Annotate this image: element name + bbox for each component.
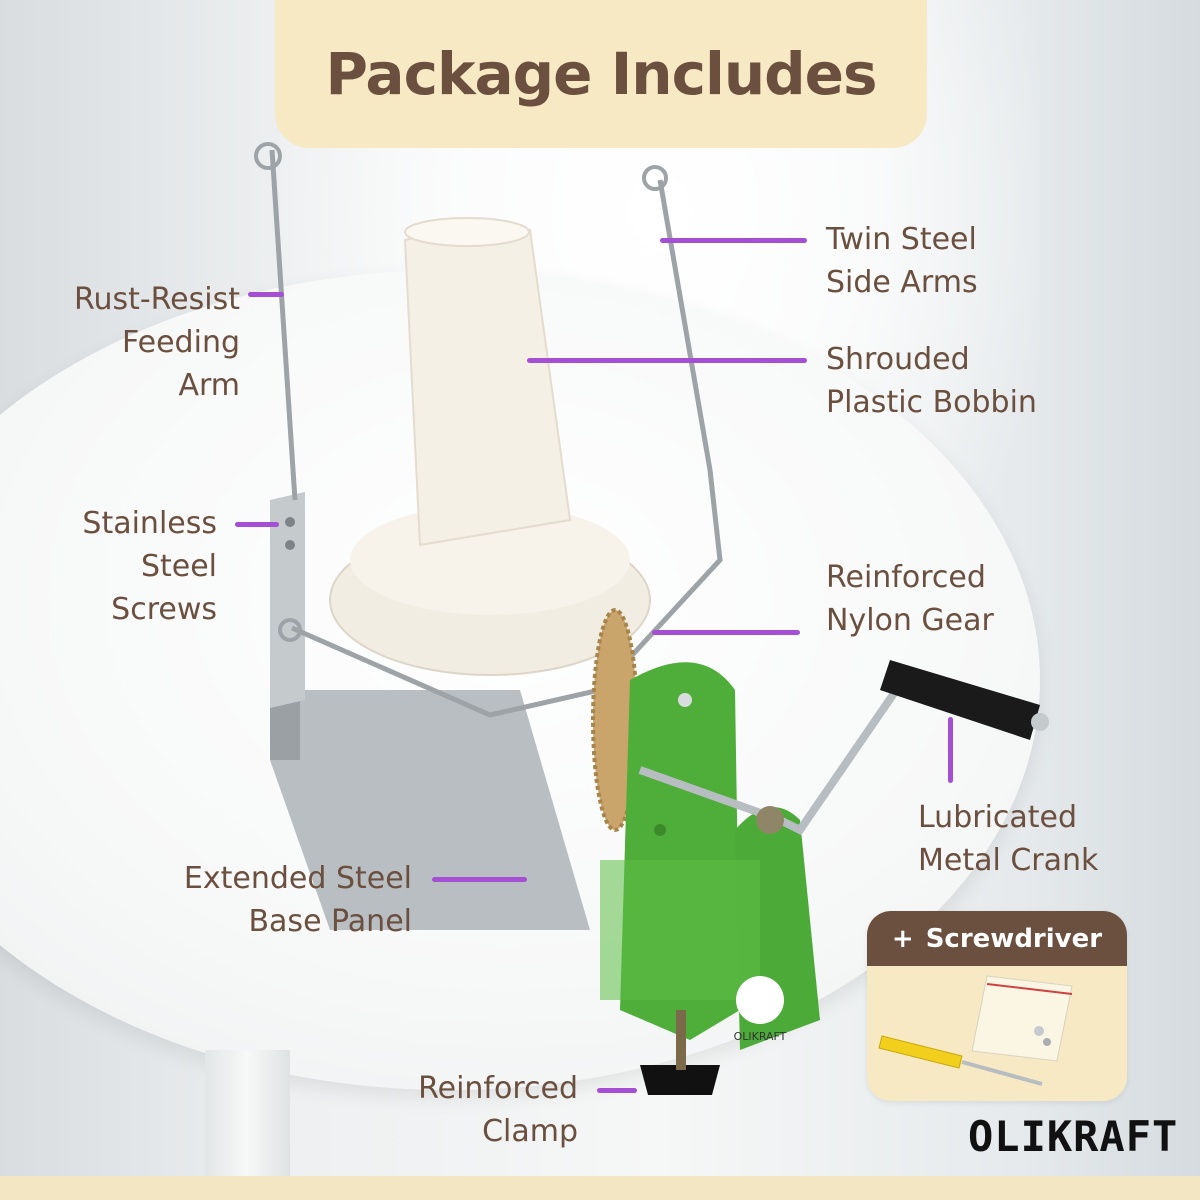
plastic-bobbin	[403, 218, 572, 547]
screwdriver-card-body	[867, 966, 1127, 1101]
screwdriver-handle	[878, 1035, 963, 1069]
screwdriver-card: + Screwdriver	[867, 911, 1127, 1101]
side-arm-loop	[642, 165, 668, 191]
crank-handle-cap	[1031, 713, 1049, 731]
leader-base-panel	[432, 877, 527, 882]
housing-bolt	[678, 693, 692, 707]
clamp-logo-text: OLIKRAFT	[734, 1030, 787, 1043]
clamp-screw	[676, 1010, 686, 1070]
label-screws: Stainless Steel Screws	[82, 506, 217, 627]
steel-base-panel	[270, 690, 590, 930]
table-leg	[205, 1050, 290, 1190]
label-crank: Lubricated Metal Crank	[918, 800, 1099, 878]
leader-side-arms	[660, 238, 807, 243]
clamp-logo-badge	[736, 976, 784, 1024]
bottom-band	[0, 1176, 1200, 1200]
leader-gear	[652, 630, 800, 635]
bobbin-top	[404, 217, 530, 247]
zip-bag-seal	[986, 983, 1073, 995]
base-panel-edge	[270, 690, 300, 760]
feeding-arm-loop	[254, 142, 282, 170]
label-gear: Reinforced Nylon Gear	[826, 560, 994, 638]
page-title: Package Includes	[325, 40, 877, 108]
plus-sign: +	[891, 923, 914, 954]
screwdriver-illustration	[878, 975, 1073, 1086]
spare-washer	[1043, 1038, 1051, 1046]
label-base-panel: Extended Steel Base Panel	[183, 861, 412, 939]
housing-hole	[654, 824, 666, 836]
leader-screws	[235, 522, 279, 527]
leader-crank	[948, 717, 953, 783]
housing-front	[600, 860, 760, 1000]
screwdriver-title: Screwdriver	[925, 923, 1103, 954]
clamp-knob	[640, 1065, 720, 1095]
label-bobbin: Shrouded Plastic Bobbin	[826, 342, 1037, 420]
crank-hub	[756, 806, 784, 834]
leader-bobbin	[527, 358, 807, 363]
leader-clamp	[597, 1088, 637, 1093]
side-arm-wire	[290, 179, 723, 718]
spare-screw	[1034, 1026, 1044, 1036]
title-banner: Package Includes	[275, 0, 927, 148]
label-feeding-arm: Rust-Resist Feeding Arm	[73, 282, 240, 403]
crank-handle	[880, 660, 1040, 740]
screwdriver-shaft	[961, 1060, 1043, 1086]
label-side-arms: Twin Steel Side Arms	[826, 222, 978, 300]
label-clamp: Reinforced Clamp	[418, 1071, 578, 1149]
screw-top	[285, 517, 295, 527]
metal-crank-shaft	[638, 667, 914, 836]
screw-bottom	[285, 540, 295, 550]
feeding-arm-wire	[269, 149, 298, 501]
feeding-arm-bracket	[270, 492, 305, 708]
leader-feeding-arm	[248, 292, 284, 297]
brand-logo: OLIKRAFT	[968, 1112, 1179, 1161]
screwdriver-card-header: + Screwdriver	[867, 911, 1127, 966]
side-arm-base-loop	[278, 618, 302, 642]
